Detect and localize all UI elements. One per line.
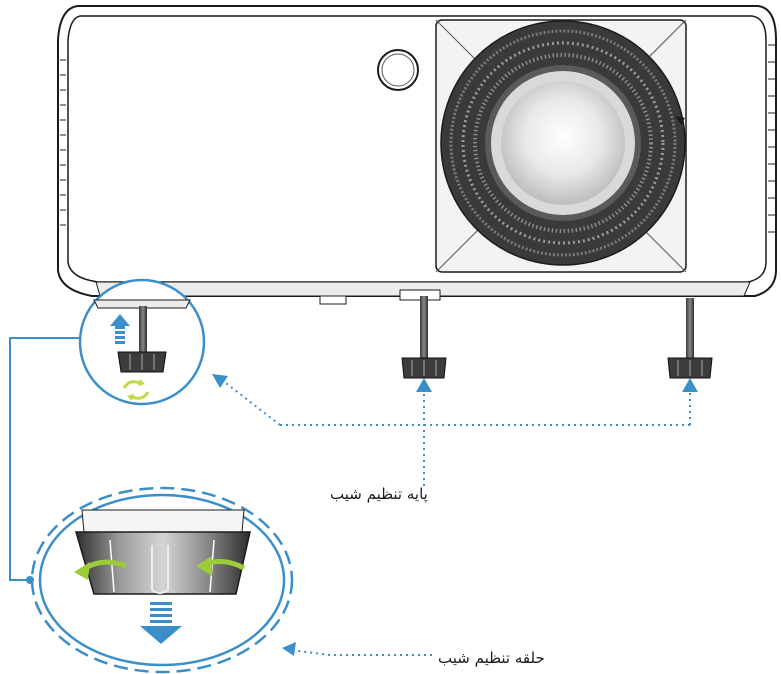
magnified-ring-callout [30, 486, 294, 674]
tilt-foot-right [667, 298, 713, 379]
side-vents-left [60, 59, 66, 226]
callout-lines [221, 379, 691, 656]
lens-housing [435, 19, 687, 273]
ir-sensor-icon [377, 49, 419, 91]
rotate-arrows-icon [122, 379, 150, 401]
arrowhead-small-circle [212, 374, 228, 388]
arrowhead-middle-foot [416, 378, 432, 392]
connector-line [9, 337, 80, 581]
projector-body [57, 5, 777, 305]
magnified-foot-callout [78, 278, 206, 406]
side-vents-right [768, 44, 775, 233]
arrowhead-ring [282, 642, 296, 656]
tilt-ring-label: حلقه تنظیم شیب [438, 649, 545, 667]
down-arrow-icon [140, 602, 182, 644]
bottom-rim [95, 281, 751, 297]
rotate-right-arrow-icon [196, 556, 246, 576]
up-arrow-icon [110, 314, 130, 344]
ring-callout-line [289, 649, 432, 656]
tilt-foot-label: پایه تنظیم شیب [330, 485, 428, 503]
callout-arrowheads [212, 374, 698, 656]
tilt-foot-middle [401, 296, 447, 379]
arrowhead-right-foot [682, 378, 698, 392]
foot-callout-diagonal [221, 379, 281, 426]
rotate-left-arrow-icon [74, 559, 127, 580]
lens-icon [501, 81, 625, 205]
